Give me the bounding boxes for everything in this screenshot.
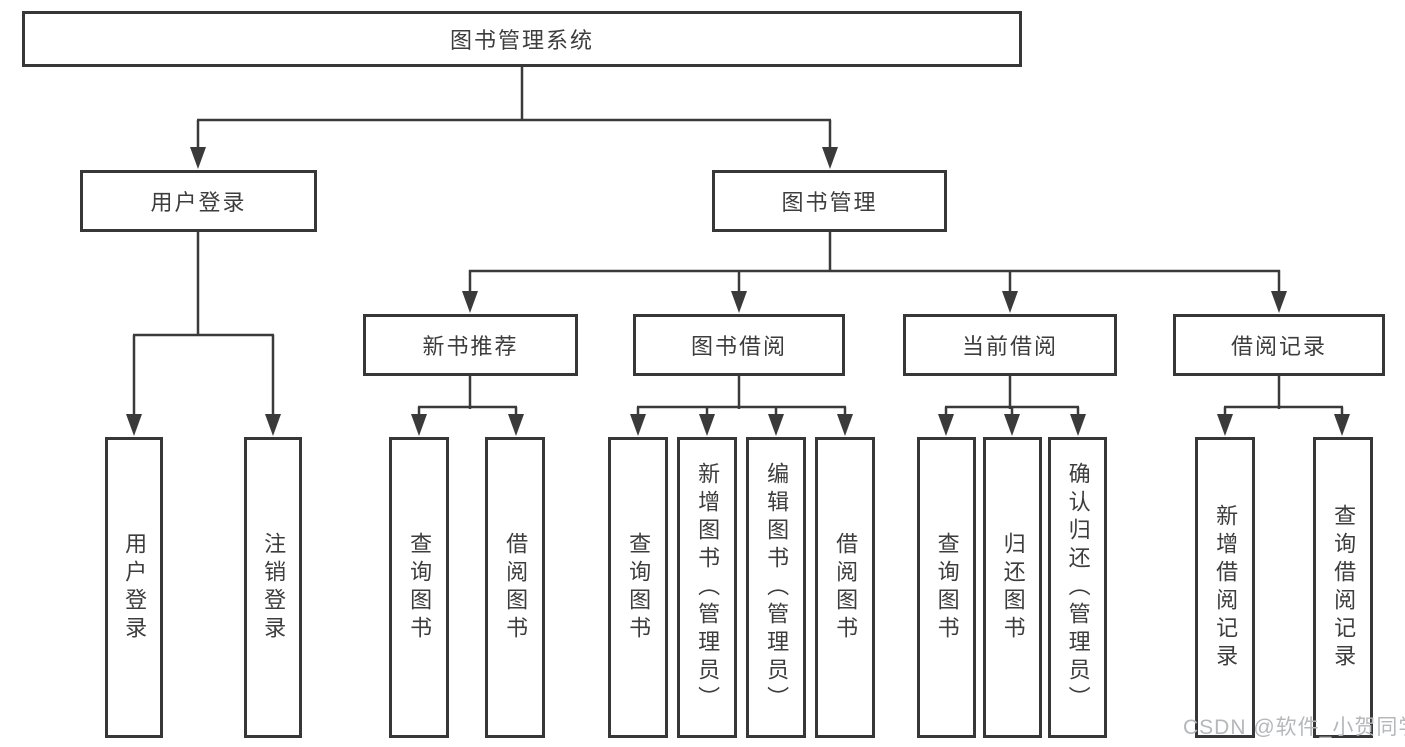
node-book-management-label: 图书管理 xyxy=(781,190,878,215)
node-new-book-recommend-label: 新书推荐 xyxy=(422,334,519,359)
leaf-bb-edit-book-admin-label: 编辑图书（管理员） xyxy=(764,461,790,714)
leaf-br-query-record-label: 查询借阅记录 xyxy=(1331,503,1357,672)
leaf-cb-confirm-return-admin: 确认归还（管理员） xyxy=(1048,437,1107,738)
leaf-bb-query-books-label: 查询图书 xyxy=(626,531,652,644)
leaf-cb-confirm-return-admin-label: 确认归还（管理员） xyxy=(1065,461,1091,714)
leaf-nbr-borrow-books-label: 借阅图书 xyxy=(503,531,529,644)
leaf-br-add-record-label: 新增借阅记录 xyxy=(1213,503,1239,672)
leaf-cb-return-books-label: 归还图书 xyxy=(1000,531,1026,644)
leaf-bb-borrow-books-label: 借阅图书 xyxy=(833,531,859,644)
leaf-cb-query-books: 查询图书 xyxy=(917,437,976,738)
leaf-bb-edit-book-admin: 编辑图书（管理员） xyxy=(746,437,806,738)
node-system-root: 图书管理系统 xyxy=(22,11,1022,67)
node-book-borrowing: 图书借阅 xyxy=(633,314,845,376)
leaf-bb-add-book-admin-label: 新增图书（管理员） xyxy=(695,461,721,714)
leaf-user-login-label: 用户登录 xyxy=(122,531,148,644)
node-user-login-label: 用户登录 xyxy=(150,190,247,215)
node-system-root-label: 图书管理系统 xyxy=(449,28,594,53)
leaf-cb-query-books-label: 查询图书 xyxy=(934,531,960,644)
leaf-user-login: 用户登录 xyxy=(105,437,163,738)
leaf-logout-label: 注销登录 xyxy=(261,531,287,644)
leaf-bb-borrow-books: 借阅图书 xyxy=(815,437,875,738)
node-borrowing-records: 借阅记录 xyxy=(1173,314,1385,376)
leaf-bb-add-book-admin: 新增图书（管理员） xyxy=(677,437,737,738)
leaf-nbr-borrow-books: 借阅图书 xyxy=(485,437,545,738)
leaf-logout: 注销登录 xyxy=(244,437,302,738)
leaf-br-query-record: 查询借阅记录 xyxy=(1313,437,1373,738)
node-new-book-recommend: 新书推荐 xyxy=(363,314,578,376)
node-borrowing-records-label: 借阅记录 xyxy=(1230,334,1327,359)
node-book-management: 图书管理 xyxy=(712,170,947,232)
node-user-login: 用户登录 xyxy=(80,170,317,232)
csdn-watermark: CSDN @软件_小贺同学 xyxy=(1183,716,1405,739)
leaf-nbr-query-books: 查询图书 xyxy=(389,437,449,738)
leaf-bb-query-books: 查询图书 xyxy=(608,437,668,738)
leaf-br-add-record: 新增借阅记录 xyxy=(1195,437,1255,738)
leaf-cb-return-books: 归还图书 xyxy=(983,437,1042,738)
node-current-borrowing: 当前借阅 xyxy=(903,314,1117,376)
node-book-borrowing-label: 图书借阅 xyxy=(690,334,787,359)
node-current-borrowing-label: 当前借阅 xyxy=(961,334,1058,359)
leaf-nbr-query-books-label: 查询图书 xyxy=(407,531,433,644)
